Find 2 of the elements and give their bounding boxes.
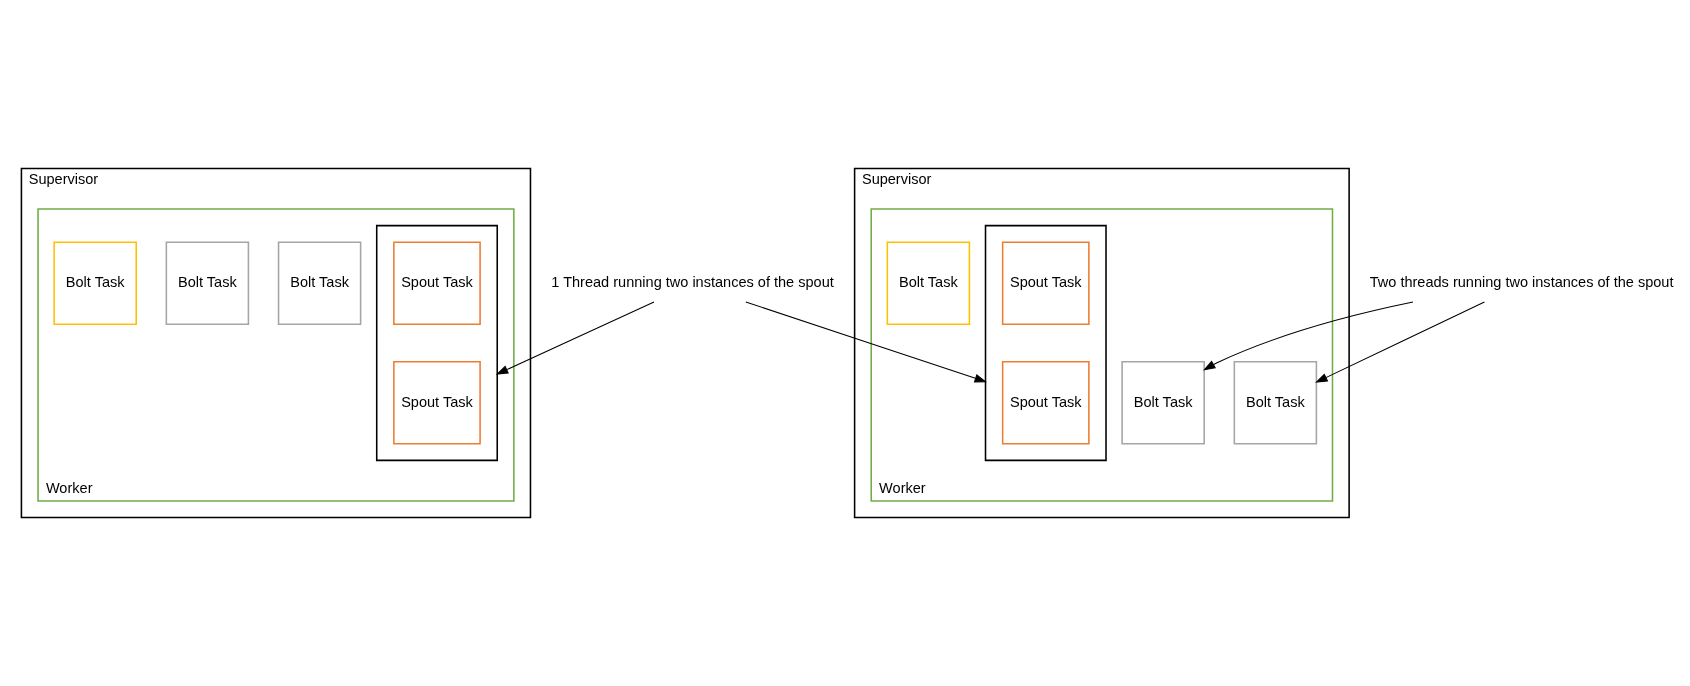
node-text: 1 Thread running two instances of the spout bbox=[551, 274, 834, 291]
node-text: Two threads running two instances of the spout bbox=[1369, 274, 1674, 291]
